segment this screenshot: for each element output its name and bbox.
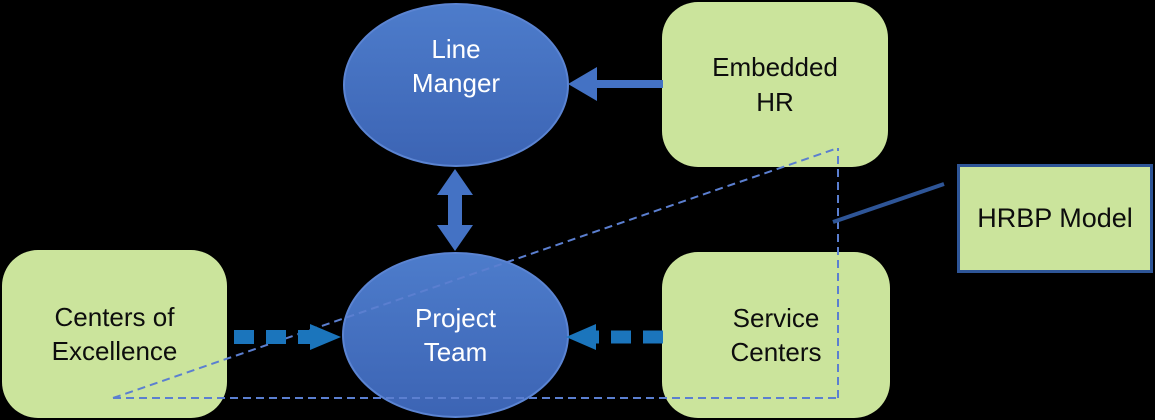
- hrbp-label-leader-line: [832, 182, 945, 224]
- node-service-centers: Service Centers: [662, 252, 890, 418]
- node-hrbp-model: HRBP Model: [957, 164, 1153, 273]
- embedded-hr-label: Embedded HR: [712, 52, 838, 117]
- service-arrow-head: [566, 324, 596, 350]
- project-team-label: Project Team: [415, 302, 496, 367]
- arrow-service-centers-to-project-team: [566, 324, 663, 350]
- node-line-manager: Line Manger: [343, 3, 569, 167]
- node-embedded-hr: Embedded HR: [662, 2, 888, 167]
- arrow-line-manager-project-team: [437, 169, 473, 251]
- arrow-coe-to-project-team: [234, 324, 341, 350]
- centers-of-excellence-label: Centers of Excellence: [51, 301, 178, 366]
- service-centers-label: Service Centers: [730, 302, 822, 367]
- coe-arrow-head: [310, 324, 341, 350]
- line-manager-label: Line Manger: [411, 33, 501, 98]
- node-centers-of-excellence: Centers of Excellence: [2, 250, 227, 418]
- arrow-embedded-hr-to-line-manager: [568, 67, 663, 101]
- node-project-team: Project Team: [342, 252, 569, 418]
- hrbp-model-label: HRBP Model: [977, 202, 1133, 233]
